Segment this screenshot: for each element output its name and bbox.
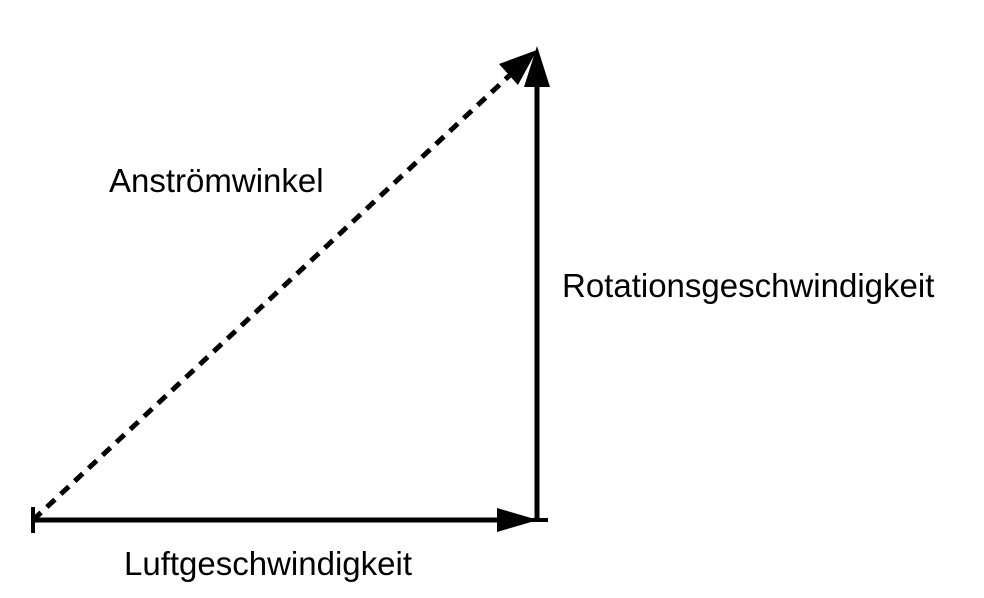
- air-speed-label: Luftgeschwindigkeit: [124, 545, 412, 582]
- rotation-speed-arrowhead: [524, 46, 550, 87]
- resultant-arrowhead: [499, 50, 537, 85]
- rotation-speed-label: Rotationsgeschwindigkeit: [562, 267, 934, 304]
- angle-label: Anströmwinkel: [109, 162, 324, 199]
- air-speed-arrowhead: [497, 508, 538, 532]
- resultant-vector: [31, 73, 512, 522]
